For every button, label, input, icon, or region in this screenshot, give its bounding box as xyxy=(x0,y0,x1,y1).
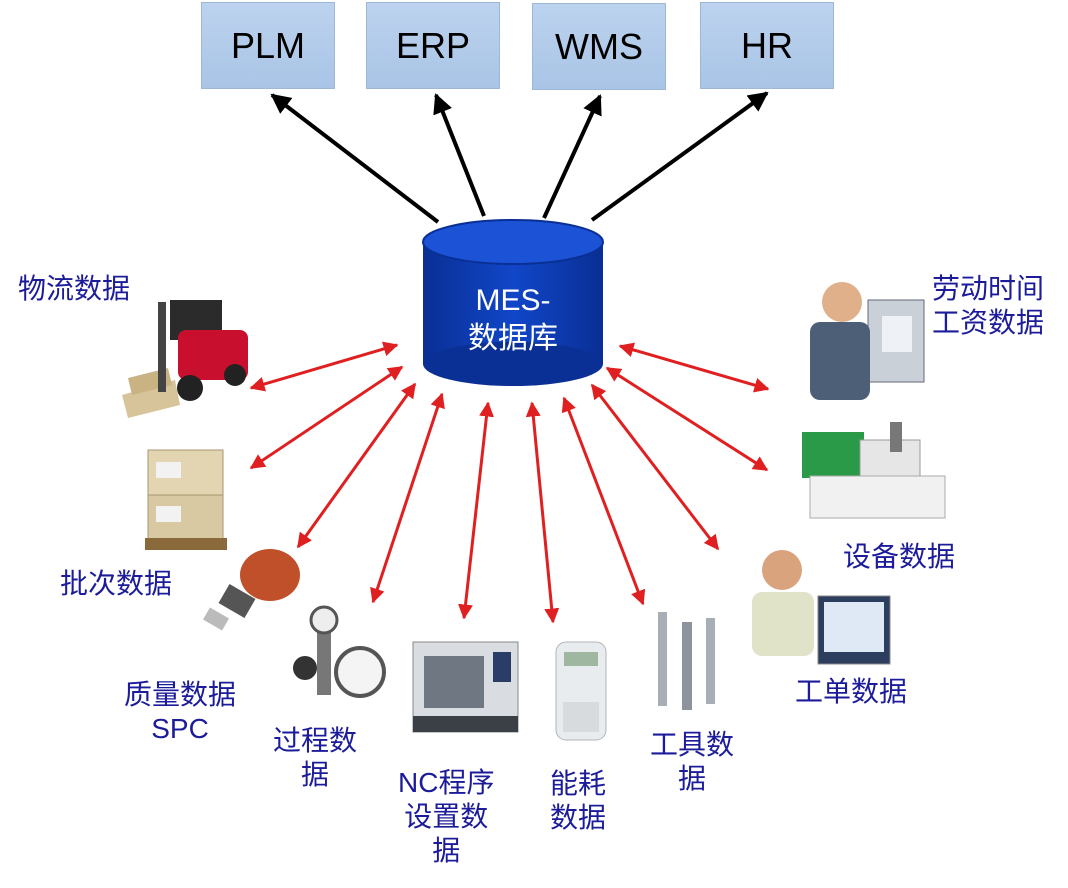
wms-label: WMS xyxy=(555,25,643,67)
arrow-quality xyxy=(296,382,417,549)
energy-label: 能耗 数据 xyxy=(550,767,606,835)
quality-tool-image xyxy=(202,549,300,631)
quality-label: 质量数据 SPC xyxy=(124,678,236,746)
energy-label-line1: 能耗 xyxy=(550,768,607,799)
arrow-to-hr xyxy=(590,91,769,222)
quality-label-line2: SPC xyxy=(151,713,209,744)
arrow-nc xyxy=(458,401,494,620)
plm-box: PLM xyxy=(201,2,335,89)
process-label: 过程数 据 xyxy=(273,724,357,792)
database-cylinder xyxy=(422,219,604,386)
cutting-tools-image xyxy=(658,612,715,710)
wms-box: WMS xyxy=(532,3,666,90)
nc-label-line2: 设置数 xyxy=(404,801,489,832)
arrow-tool xyxy=(561,396,646,606)
plm-label: PLM xyxy=(230,24,306,66)
arrow-to-wms xyxy=(542,94,602,219)
tool-label: 工具数 据 xyxy=(650,728,734,796)
output-arrows xyxy=(270,91,769,224)
arrow-to-erp xyxy=(433,93,486,217)
nc-machine-image xyxy=(412,641,519,733)
labor-label-line1: 劳动时间 xyxy=(932,273,1045,304)
input-arrows xyxy=(249,341,770,624)
nc-label-line1: NC程序 xyxy=(398,767,495,798)
nc-label: NC程序 设置数 据 xyxy=(398,766,494,868)
labor-label: 劳动时间 工资数据 xyxy=(932,272,1044,340)
equipment-label: 设备数据 xyxy=(843,541,956,572)
erp-box: ERP xyxy=(366,2,500,89)
database-line1: MES- xyxy=(475,284,551,317)
nc-label-line3: 据 xyxy=(432,835,461,866)
tool-label-line1: 工具数 xyxy=(650,729,735,760)
process-gauges-image xyxy=(293,605,386,698)
hr-label: HR xyxy=(741,24,793,66)
energy-meter-image xyxy=(555,641,607,741)
logistics-label: 物流数据 xyxy=(18,273,131,304)
arrow-process xyxy=(370,392,445,604)
forklift-image xyxy=(122,300,248,418)
database-line2: 数据库 xyxy=(468,322,558,355)
erp-label: ERP xyxy=(395,24,471,66)
batch-label: 批次数据 xyxy=(60,568,173,599)
process-label-line1: 过程数 xyxy=(273,725,358,756)
pallet-boxes-image xyxy=(145,449,227,550)
arrow-labor xyxy=(618,342,770,393)
arrow-energy xyxy=(525,401,560,624)
quality-label-line1: 质量数据 xyxy=(124,679,237,710)
workorder-label: 工单数据 xyxy=(795,676,908,707)
arrow-to-plm xyxy=(270,93,440,224)
labor-worker-image xyxy=(810,282,925,400)
workorder-worker-image xyxy=(752,550,891,665)
equipment-machine-image xyxy=(802,422,946,519)
database-label: MES- 数据库 xyxy=(423,282,603,358)
hr-box: HR xyxy=(700,2,834,89)
arrow-equipment xyxy=(605,366,769,472)
labor-label-line2: 工资数据 xyxy=(932,307,1045,338)
energy-label-line2: 数据 xyxy=(550,802,607,833)
arrow-logistics xyxy=(249,341,399,392)
tool-label-line2: 据 xyxy=(678,763,707,794)
process-label-line2: 据 xyxy=(301,759,330,790)
